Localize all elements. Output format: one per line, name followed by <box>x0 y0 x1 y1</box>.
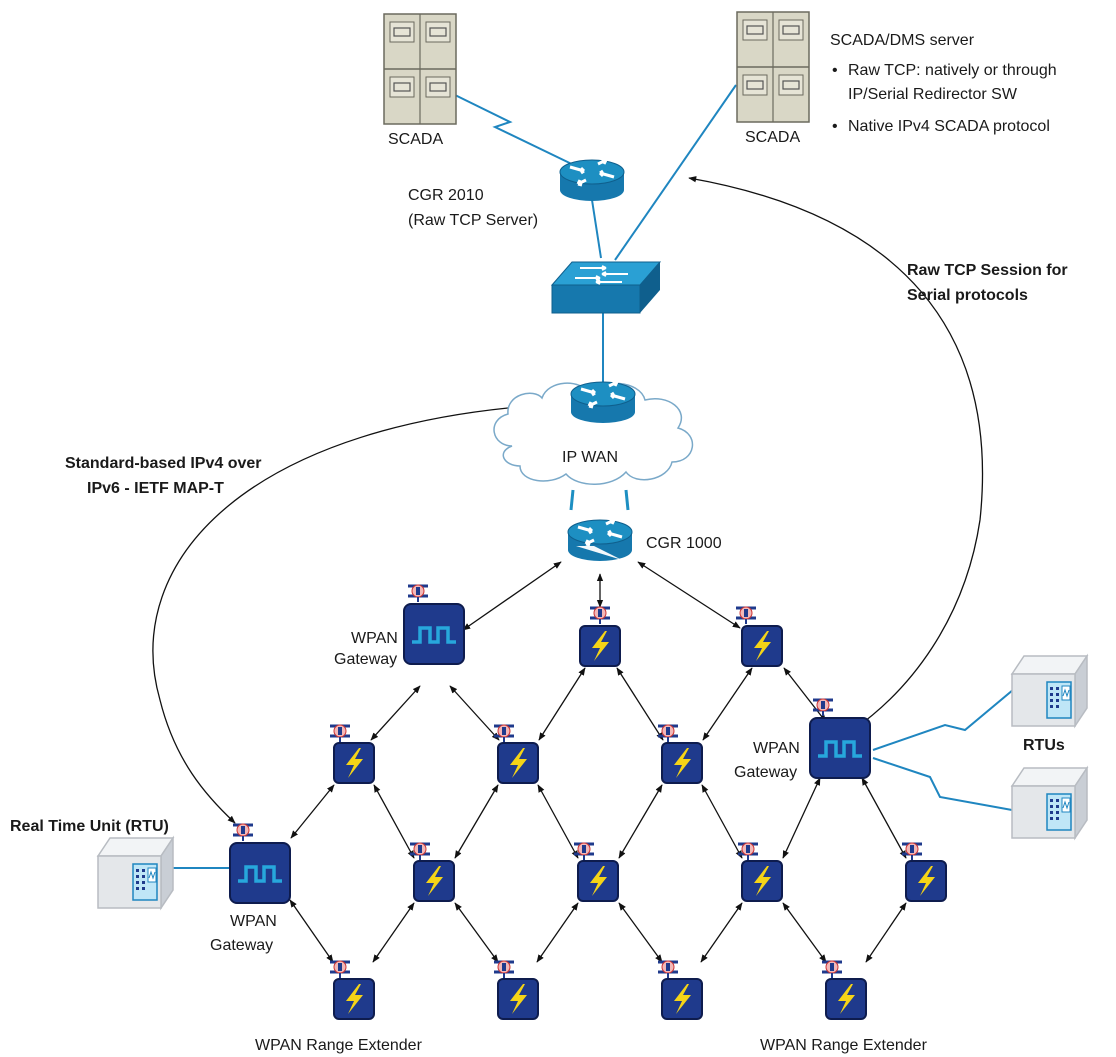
wpan-gateway-icon <box>402 583 466 666</box>
dms-title: SCADA/DMS server <box>830 32 975 49</box>
wpan-gateway-label: Gateway <box>334 651 397 668</box>
range-extender-icon <box>328 959 375 1020</box>
mesh-link <box>462 561 562 631</box>
rtu-device-icon <box>97 837 174 909</box>
router-icon <box>566 517 634 563</box>
server-rack-icon <box>736 11 810 123</box>
wpan-gateway-label: Gateway <box>210 937 273 954</box>
bullet-dot: • <box>832 118 838 135</box>
raw-tcp-label-line2: Serial protocols <box>907 287 1028 304</box>
mesh-link <box>373 784 415 859</box>
mesh-link <box>289 899 334 963</box>
range-extender-icon <box>408 841 455 902</box>
mesh-link <box>700 902 743 963</box>
raw-tcp-label-line1: Raw TCP Session for <box>907 262 1068 279</box>
range-extender-icon <box>656 723 703 784</box>
std-label-line1: Standard-based IPv4 over <box>65 455 262 472</box>
range-extender-icon <box>328 723 375 784</box>
rtu-device-icon <box>1011 767 1088 839</box>
cgr2010-sublabel: (Raw TCP Server) <box>408 212 538 229</box>
mesh-link <box>290 784 335 839</box>
raw-tcp-arrow <box>688 176 984 731</box>
cgr2010-label: CGR 2010 <box>408 187 484 204</box>
switch-icon <box>550 261 662 314</box>
curved-arrows <box>152 176 984 824</box>
range-extender-icon <box>492 959 539 1020</box>
mesh-link <box>782 777 821 859</box>
bullet-dot: • <box>832 62 838 79</box>
std-label-line2: IPv6 - IETF MAP-T <box>87 480 224 497</box>
wpan-gateway-icon <box>808 697 872 780</box>
cgr2010-switch-link <box>591 199 602 259</box>
scada-right-switch-link <box>614 84 737 261</box>
mesh-links <box>289 561 907 963</box>
range-extender-label: WPAN Range Extender <box>760 1037 928 1054</box>
mesh-link <box>370 685 421 741</box>
router-icon <box>558 157 626 203</box>
mesh-link <box>783 667 827 723</box>
mesh-link <box>618 784 663 859</box>
range-extender-icon <box>736 841 783 902</box>
wpan-gateway-label: Gateway <box>734 764 797 781</box>
wpan-gateway-label: WPAN <box>230 913 277 930</box>
mesh-link <box>536 902 579 963</box>
blue-links <box>165 84 1021 869</box>
range-extender-icon <box>820 959 867 1020</box>
wpan-gateway-label: WPAN <box>753 740 800 757</box>
scada-left-label: SCADA <box>388 131 443 148</box>
router-icon <box>569 379 637 425</box>
cloud-icon <box>493 382 694 511</box>
wpan-gateway-icon <box>228 822 292 905</box>
mesh-link <box>454 784 499 859</box>
range-extender-icon <box>572 841 619 902</box>
mesh-link <box>616 667 664 741</box>
ipwan-label: IP WAN <box>562 449 618 466</box>
rtu-top-link <box>872 683 1021 751</box>
mesh-link <box>701 784 743 859</box>
rtu-title: Real Time Unit (RTU) <box>10 818 169 835</box>
scada-right-label: SCADA <box>745 129 800 146</box>
mesh-link <box>449 685 500 741</box>
range-extender-label: WPAN Range Extender <box>255 1037 423 1054</box>
range-extender-icon <box>492 723 539 784</box>
mesh-link <box>637 561 741 629</box>
cgr1000-label: CGR 1000 <box>646 535 722 552</box>
range-extender-icon <box>900 841 947 902</box>
mesh-link <box>865 902 907 963</box>
mesh-link <box>372 902 415 963</box>
mesh-link <box>454 902 499 963</box>
dms-bullet1-line1: Raw TCP: natively or through <box>848 62 1057 79</box>
mesh-link <box>782 902 827 963</box>
mesh-link <box>618 902 663 963</box>
wpan-gateway-label: WPAN <box>351 630 398 647</box>
range-extender-icon <box>579 605 621 667</box>
mesh-link <box>537 784 579 859</box>
mesh-link <box>861 777 907 859</box>
map-t-arrow <box>152 401 561 824</box>
scada-left-link <box>454 94 581 169</box>
server-rack-icon <box>383 13 457 125</box>
dms-bullet1-line2: IP/Serial Redirector SW <box>848 86 1018 103</box>
dms-bullet2: Native IPv4 SCADA protocol <box>848 118 1050 135</box>
range-extender-icon <box>656 959 703 1020</box>
range-extender-icon <box>734 605 783 667</box>
mesh-link <box>702 667 753 741</box>
rtu-device-icon <box>1011 655 1088 727</box>
mesh-link <box>538 667 586 741</box>
rtu-bottom-link <box>872 757 1013 811</box>
rtus-label: RTUs <box>1023 737 1065 754</box>
